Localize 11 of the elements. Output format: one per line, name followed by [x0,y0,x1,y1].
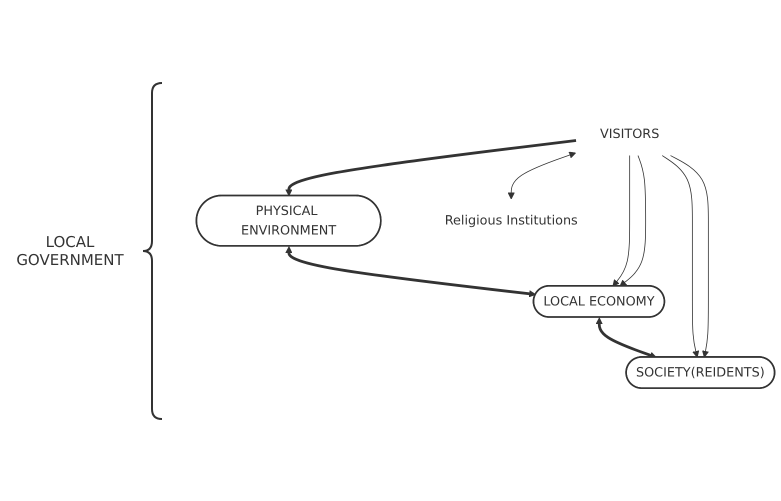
node-text: Religious Institutions [444,212,578,228]
side-label: LOCAL GOVERNMENT [15,232,125,268]
arrow [285,246,536,298]
arrow [620,155,646,287]
arrow [508,152,576,200]
arrow [662,155,700,358]
arrow [612,155,630,287]
arrow [670,155,709,358]
arrow [596,318,657,359]
arrow [285,139,576,196]
node-text: VISITORS [600,126,660,142]
